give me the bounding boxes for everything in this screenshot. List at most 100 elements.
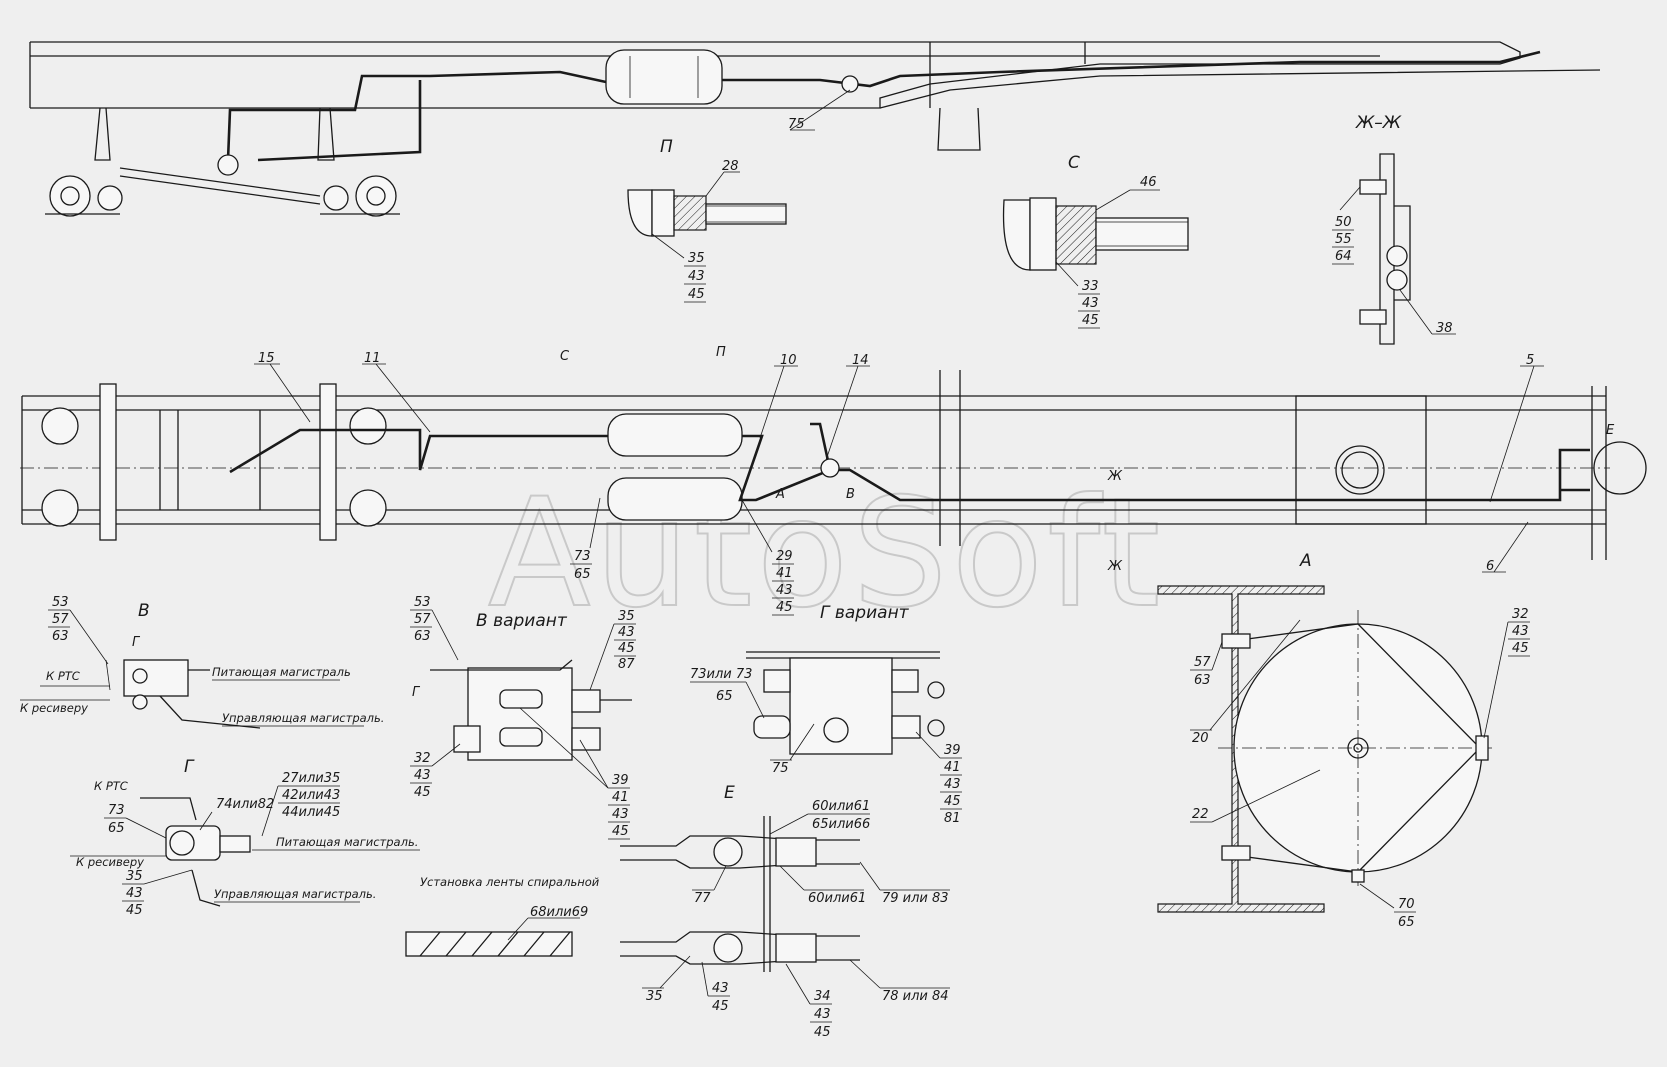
svg-text:43: 43 [944,777,961,792]
note-k-rts-2: К РТС [94,779,128,793]
callout-35-e: 35 [646,989,663,1004]
air-receiver-side [605,49,723,105]
svg-text:45: 45 [1082,313,1099,328]
svg-text:45: 45 [618,641,635,656]
svg-text:65: 65 [108,821,125,836]
svg-text:15: 15 [258,351,275,366]
view-title-p: П [660,137,673,157]
callout-stack-39-vv: 39 41 43 45 [519,707,630,840]
svg-text:73: 73 [108,803,125,818]
marker-p: П [716,345,726,360]
note-k-resiveru-2: К ресиверу [76,855,144,869]
callout-stack-27: 27или35 42или43 44или45 [261,771,340,837]
svg-text:81: 81 [944,811,961,826]
svg-text:45: 45 [1512,641,1529,656]
svg-text:41: 41 [944,760,961,775]
detail-view-g-variant: Г вариант 73или 73 65 75 39 41 43 45 81 [690,603,962,826]
svg-text:55: 55 [1335,232,1352,247]
svg-text:39: 39 [612,773,629,788]
svg-text:43: 43 [414,768,431,783]
svg-text:43: 43 [1512,624,1529,639]
callout-stack-50: 50 55 64 [1332,215,1354,265]
svg-text:42или43: 42или43 [282,788,340,803]
svg-text:57: 57 [52,612,69,627]
callout-73ili73: 73или 73 [690,667,752,682]
callout-75: 75 [788,117,805,132]
svg-text:50: 50 [1335,215,1352,230]
callout-22: 22 [1192,807,1209,822]
plan-view: Е А В Ж Ж С П 15 11 10 14 5 6 73 65 29 [20,345,1647,616]
marker-g-variant: Г [412,685,421,700]
svg-text:43: 43 [712,981,729,996]
svg-text:43: 43 [126,886,143,901]
callout-46: 46 [1140,175,1157,190]
svg-text:11: 11 [364,351,381,366]
callout-stack-60-top: 60или61 65или66 [769,799,870,835]
svg-text:32: 32 [1512,607,1529,622]
svg-text:65: 65 [574,567,591,582]
marker-g: Г [132,635,141,650]
svg-text:53: 53 [52,595,69,610]
svg-text:35: 35 [126,869,143,884]
svg-text:63: 63 [414,629,431,644]
svg-text:33: 33 [1082,279,1099,294]
detail-view-e: Е 60или61 65или66 77 60или61 79 или 83 3… [620,783,950,1040]
svg-text:41: 41 [776,566,793,581]
svg-text:6: 6 [1486,559,1494,574]
view-title-a: А [1299,551,1312,571]
callout-60ili61: 60или61 [808,891,866,906]
callout-77: 77 [694,891,711,906]
svg-text:57: 57 [414,612,431,627]
air-receiver-top [607,413,743,457]
detail-view-p: П 28 35 43 45 [627,137,787,303]
view-title-zhzh: Ж–Ж [1355,113,1402,133]
callout-stack-35-p: 35 43 45 [684,251,706,303]
view-title-v: В [138,601,150,621]
svg-text:10: 10 [780,353,797,368]
svg-text:43: 43 [776,583,793,598]
svg-text:43: 43 [618,625,635,640]
marker-b: В [846,487,855,502]
svg-text:43: 43 [688,269,705,284]
view-title-g: Г [184,757,195,777]
callout-stack-34: 34 43 45 [785,963,832,1040]
callout-stack-73-g: 73 65 [104,803,167,839]
svg-text:32: 32 [414,751,431,766]
callout-38: 38 [1436,321,1453,336]
svg-text:43: 43 [1082,296,1099,311]
callout-68ili69: 68или69 [530,905,588,920]
view-title-g-variant: Г вариант [820,603,910,623]
svg-text:45: 45 [712,999,729,1014]
note-k-rts: К РТС [46,669,80,683]
svg-text:73: 73 [574,549,591,564]
svg-text:60или61: 60или61 [812,799,870,814]
marker-s: С [560,349,570,364]
svg-text:43: 43 [814,1007,831,1022]
brake-chamber-left [45,175,123,217]
callout-stack-57-63: 57 63 [1190,641,1223,688]
marker-zh-top: Ж [1107,469,1123,484]
svg-text:70: 70 [1398,897,1415,912]
valve-plan [820,458,840,478]
svg-text:87: 87 [618,657,635,672]
view-title-s: С [1068,153,1080,173]
callout-stack-39-gv: 39 41 43 45 81 [915,731,962,826]
svg-text:34: 34 [814,989,831,1004]
svg-text:65: 65 [1398,915,1415,930]
svg-text:57: 57 [1194,655,1211,670]
svg-text:45: 45 [814,1025,831,1040]
side-view: 75 [29,41,1601,217]
svg-text:45: 45 [612,824,629,839]
svg-text:14: 14 [852,353,869,368]
callout-65-gv: 65 [716,689,733,704]
detail-spiral: Установка ленты спиральной 68или69 [405,875,600,957]
svg-text:63: 63 [52,629,69,644]
callout-stack-35-vv: 35 43 45 87 [589,609,636,691]
note-pitayushchaya-2: Питающая магистраль. [276,835,418,849]
svg-text:63: 63 [1194,673,1211,688]
svg-text:45: 45 [126,903,143,918]
svg-text:35: 35 [618,609,635,624]
callout-stack-43-45-e: 43 45 [701,961,730,1014]
detail-view-s: С 46 33 43 45 [1002,153,1189,329]
